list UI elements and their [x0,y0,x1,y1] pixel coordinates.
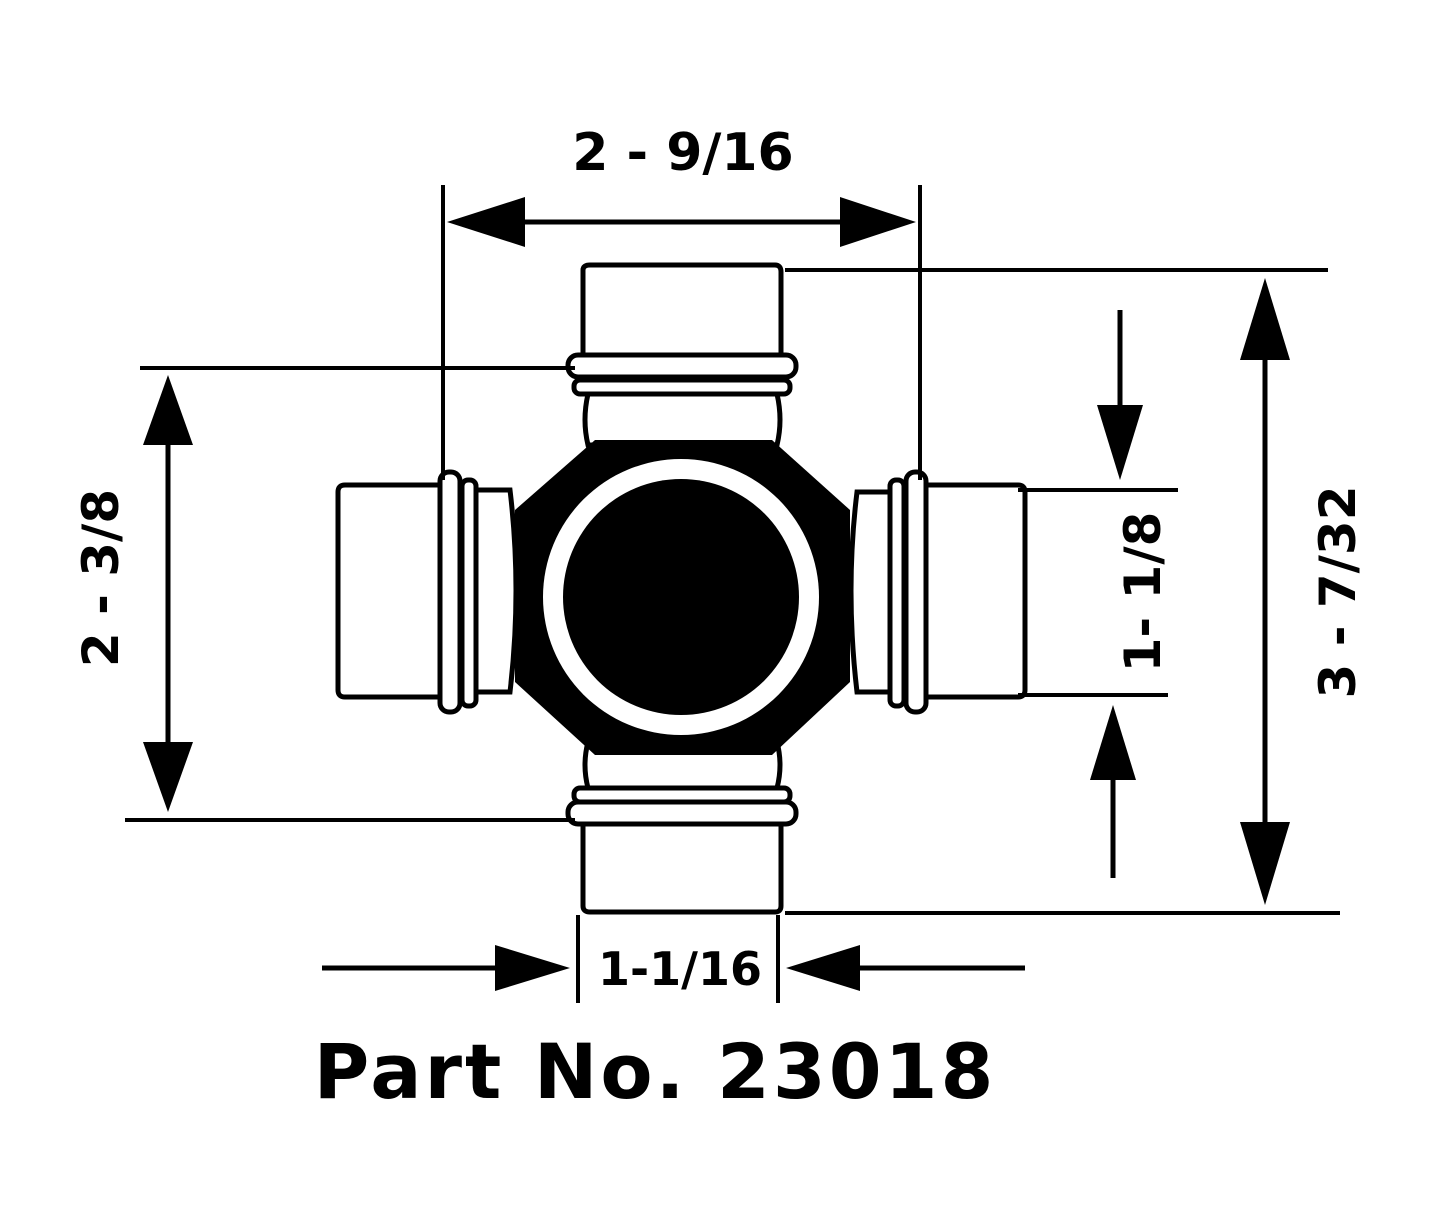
cross-center [563,479,799,715]
top-width-dimension [441,185,922,480]
part-number: Part No. 23018 [314,1027,997,1116]
arrow-icon [143,375,193,445]
top-bearing-cap [565,262,799,448]
arrow-icon [1240,822,1290,905]
left-bearing-cap [335,469,519,715]
top-width-label: 2 - 9/16 [572,123,794,183]
left-height-label: 2 - 3/8 [72,489,130,667]
left-height-dimension [125,366,575,822]
arrow-icon [495,945,570,991]
arrow-icon [1240,278,1290,360]
arrow-icon [840,197,916,247]
right-inner-dimension [1018,310,1178,878]
arrow-icon [143,742,193,812]
bottom-width-label: 1-1/16 [598,942,762,996]
u-joint-cross-icon [335,262,1028,915]
arrow-icon [1097,405,1143,480]
arrow-icon [786,945,860,991]
arrow-icon [447,197,525,247]
bottom-bearing-cap [565,739,799,915]
arrow-icon [1090,705,1136,780]
right-outer-label: 3 - 7/32 [1309,486,1367,699]
right-bearing-cap [848,469,1028,715]
right-outer-dimension [785,268,1340,915]
bottom-width-dimension [322,915,1025,1003]
right-inner-label: 1- 1/8 [1114,512,1172,673]
